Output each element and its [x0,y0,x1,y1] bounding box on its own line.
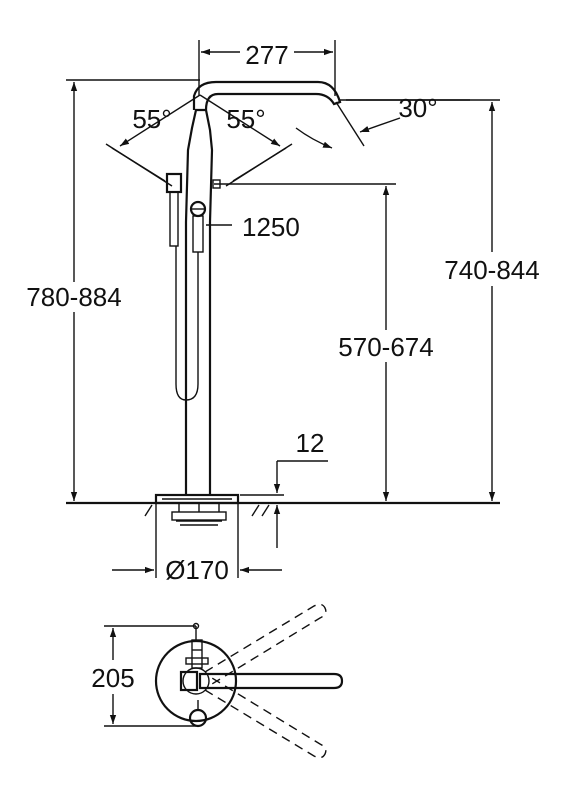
base-circle [154,639,238,723]
spout-reach-label: 277 [245,40,288,70]
handle-height-label: 570-674 [338,332,433,362]
base-plate [154,493,240,526]
hose-length-label: 1250 [242,212,300,242]
handle-top [198,672,344,690]
top-view [104,603,344,759]
faucet-column [184,108,214,495]
spout-angle-line [335,101,365,147]
spout [192,80,342,111]
total-height-label: 780-884 [26,282,121,312]
right-swivel-label: 55° [226,104,265,134]
floor-hatch [144,504,270,517]
hose [175,246,199,401]
top-view-depth-label: 205 [91,663,134,693]
handle-swivel-down [204,677,327,759]
spout-angle-label: 30° [398,93,437,123]
base-diameter-label: Ø170 [165,555,229,585]
shower-holder-top [191,639,203,669]
spout-height-label: 740-844 [444,255,539,285]
front-view [66,40,500,578]
floor-offset-label: 12 [296,428,325,458]
left-swivel-label: 55° [132,104,171,134]
handle-swivel-up [204,603,327,685]
shower-head-top [188,708,208,728]
